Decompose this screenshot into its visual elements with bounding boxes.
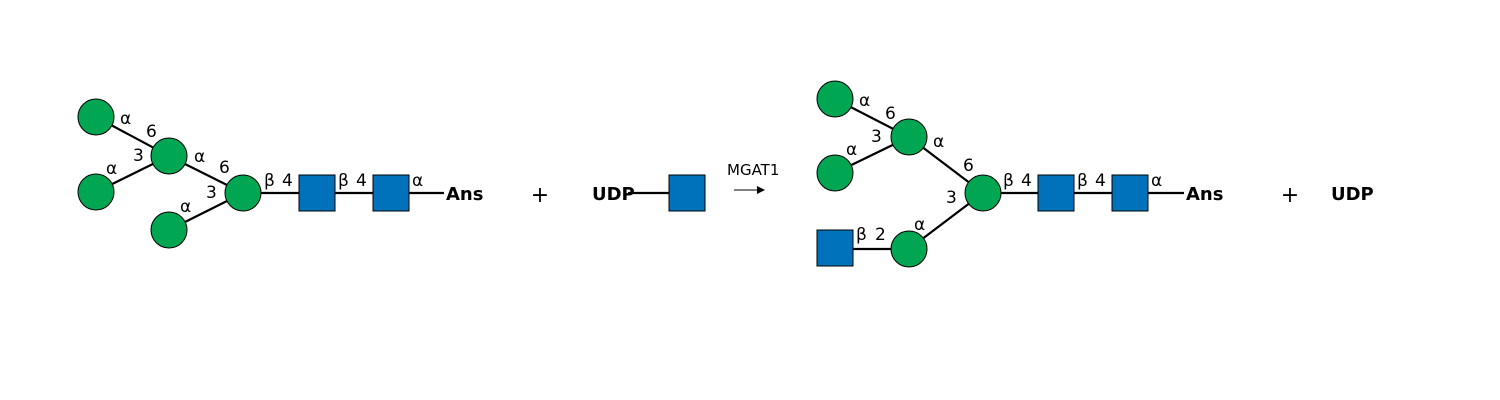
mannose-icon <box>890 118 928 156</box>
linkage-anomer: α <box>106 159 117 179</box>
linkage-anomer: β <box>856 225 867 245</box>
mannose-icon <box>150 137 188 175</box>
linkage-position: 6 <box>146 122 157 142</box>
linkage-anomer: α <box>846 140 857 160</box>
linkage-anomer: α <box>914 215 925 235</box>
glcnac-icon <box>1037 174 1075 212</box>
linkage-position: 4 <box>282 171 293 191</box>
linkage-anomer: α <box>859 91 870 111</box>
aglycone-label: Ans <box>446 184 483 205</box>
linkage-position: 2 <box>875 225 886 245</box>
linkage-anomer: α <box>1151 171 1162 191</box>
plus-sign: + <box>531 183 549 208</box>
linkage-position: 4 <box>1095 171 1106 191</box>
donor-udp-glcnac: UDP <box>592 174 706 212</box>
linkage-anomer: α <box>412 171 423 191</box>
linkage-anomer: β <box>338 171 349 191</box>
linkage-position: 4 <box>356 171 367 191</box>
mannose-icon <box>816 154 854 192</box>
glcnac-icon <box>298 174 336 212</box>
mannose-icon <box>816 80 854 118</box>
mannose-icon <box>224 174 262 212</box>
glcnac-icon <box>668 174 706 212</box>
linkage-position: 6 <box>219 158 230 178</box>
aglycone-label: Ans <box>1186 184 1223 205</box>
linkage-anomer: β <box>264 171 275 191</box>
linkage-anomer: α <box>120 109 131 129</box>
glcnac-icon <box>1111 174 1149 212</box>
product-glycan: α 6 α 3 α 6 α 3 β 2 β 4 β 4 α Ans <box>816 80 1223 268</box>
glcnac-icon <box>372 174 410 212</box>
linkage-position: 3 <box>946 188 957 208</box>
mannose-icon <box>77 173 115 211</box>
donor-label: UDP <box>592 184 635 205</box>
linkage-position: 3 <box>206 183 217 203</box>
linkage-anomer: α <box>180 197 191 217</box>
linkage-position: 3 <box>133 146 144 166</box>
mannose-icon <box>890 230 928 268</box>
plus-sign: + <box>1281 183 1299 208</box>
mannose-icon <box>150 211 188 249</box>
linkage-position: 3 <box>871 127 882 147</box>
linkage-anomer: α <box>933 132 944 152</box>
mannose-icon <box>77 98 115 136</box>
reaction-arrow: MGAT1 <box>727 161 779 194</box>
glcnac-icon <box>816 229 854 267</box>
linkage-position: 6 <box>963 156 974 176</box>
byproduct-label: UDP <box>1331 184 1374 205</box>
linkage-position: 6 <box>885 104 896 124</box>
reactant-glycan: α 6 α 3 α 6 α 3 β 4 β 4 α Ans <box>77 98 483 249</box>
enzyme-label: MGAT1 <box>727 161 779 179</box>
linkage-anomer: α <box>194 147 205 167</box>
linkage-anomer: β <box>1003 171 1014 191</box>
mannose-icon <box>964 174 1002 212</box>
linkage-anomer: β <box>1077 171 1088 191</box>
linkage-position: 4 <box>1021 171 1032 191</box>
